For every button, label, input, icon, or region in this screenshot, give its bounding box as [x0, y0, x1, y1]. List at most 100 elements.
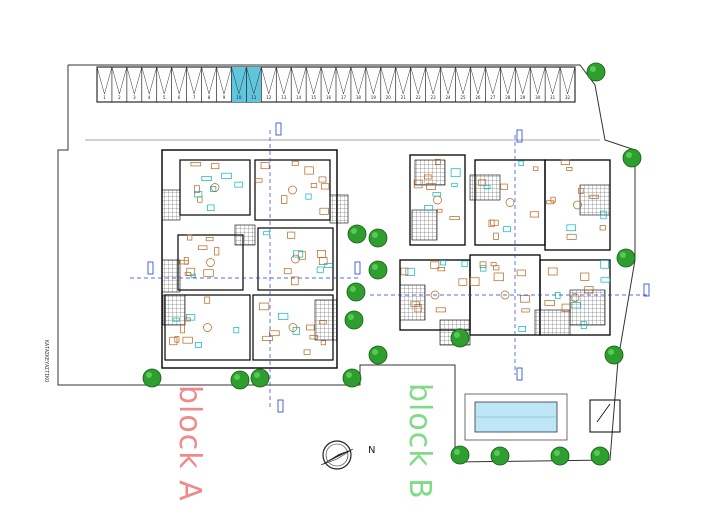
furniture-item	[207, 204, 215, 212]
furniture-item	[210, 186, 217, 192]
table-item	[288, 185, 297, 195]
furniture-item	[561, 303, 571, 312]
parking-space-number: 18	[356, 95, 362, 100]
furniture-item	[566, 167, 573, 171]
furniture-item	[469, 277, 480, 287]
tree-icon	[586, 62, 606, 82]
furniture-item	[317, 250, 326, 258]
parking-ramp-mark	[276, 66, 292, 95]
parking-space-highlight	[246, 67, 262, 102]
furniture-item	[424, 205, 433, 211]
parking-ramp-mark	[529, 66, 546, 95]
parking-space-number: 6	[178, 95, 181, 100]
parking-space-number: 7	[193, 95, 196, 100]
parking-space-number: 4	[148, 95, 151, 100]
furniture-item	[546, 200, 555, 205]
furniture-item	[318, 176, 327, 183]
furniture-item	[435, 307, 446, 313]
furniture-item	[555, 292, 561, 299]
parking-ramp-mark	[126, 66, 143, 95]
parking-ramp-mark	[186, 66, 202, 95]
furniture-item	[440, 260, 447, 266]
furniture-item	[320, 340, 326, 346]
parking-ramp-mark	[171, 66, 187, 95]
furniture-item	[293, 250, 304, 258]
axis-marker-icon	[147, 122, 650, 413]
site-boundary	[57, 64, 636, 463]
furniture-item	[578, 187, 584, 194]
parking-space-number: 14	[296, 95, 302, 100]
furniture-item	[518, 326, 526, 332]
furniture-item	[197, 196, 203, 203]
parking-space-number: 13	[281, 95, 287, 100]
furniture-item	[488, 219, 495, 228]
tree-highlight	[594, 450, 600, 456]
furniture-item	[533, 166, 539, 171]
furniture-item	[221, 172, 232, 179]
tree-highlight	[454, 332, 460, 338]
tree-icon	[142, 368, 162, 388]
tree-icon	[604, 345, 624, 365]
trees-layer	[142, 62, 642, 466]
parking-ramp-mark	[305, 66, 322, 95]
furniture-item	[306, 324, 315, 331]
furniture-item	[520, 295, 530, 303]
furniture-layer	[169, 158, 611, 355]
parking-space-number: 22	[416, 95, 422, 100]
furniture-item	[319, 320, 327, 325]
furniture-item	[580, 321, 587, 329]
tree-icon	[368, 260, 388, 280]
tree-icon	[346, 282, 366, 302]
furniture-item	[183, 257, 189, 265]
furniture-item	[410, 301, 421, 307]
furniture-item	[600, 210, 607, 220]
parking-space-number: 2	[118, 95, 121, 100]
furniture-item	[178, 259, 189, 265]
furniture-item	[584, 286, 594, 294]
furniture-item	[169, 336, 178, 346]
furniture-item	[413, 179, 423, 189]
parking-space-number: 5	[163, 95, 166, 100]
parking-ramp-mark	[544, 66, 561, 95]
parking-space-number: 27	[490, 95, 496, 100]
parking-ramp-mark	[290, 66, 307, 95]
furniture-item	[518, 160, 524, 167]
furniture-item	[281, 195, 288, 204]
tree-icon	[590, 446, 610, 466]
furniture-item	[190, 273, 196, 278]
parking-space-number: 30	[535, 95, 541, 100]
side-note: ΚΑΤΑΣΚΕΥΑΣΤΙΚΟ	[43, 340, 49, 383]
furniture-item	[291, 276, 299, 286]
tree-highlight	[234, 374, 240, 380]
furniture-item	[303, 349, 311, 355]
parking-space-number: 25	[460, 95, 466, 100]
tree-highlight	[454, 449, 460, 455]
furniture-item	[310, 183, 318, 188]
tree-icon	[368, 228, 388, 248]
grid-axes	[130, 130, 650, 410]
furniture-item	[319, 207, 329, 215]
tree-highlight	[348, 314, 354, 320]
tree-highlight	[372, 264, 378, 270]
furniture-item	[500, 183, 508, 190]
parking-space-number: 17	[341, 95, 347, 100]
parking-space-number: 8	[208, 95, 211, 100]
tree-icon	[622, 148, 642, 168]
furniture-item	[437, 208, 443, 213]
parking-space-number: 9	[223, 95, 226, 100]
tree-icon	[250, 368, 270, 388]
tree-icon	[550, 446, 570, 466]
furniture-item	[214, 247, 220, 256]
parking-ramp-mark	[395, 66, 411, 95]
parking-space-number: 19	[371, 95, 377, 100]
furniture-item	[194, 185, 200, 193]
furniture-item	[589, 194, 599, 199]
tree-highlight	[372, 232, 378, 238]
tree-icon	[230, 370, 250, 390]
compass-icon	[320, 440, 354, 470]
table-item	[430, 290, 440, 300]
tree-highlight	[346, 372, 352, 378]
furniture-item	[570, 302, 581, 309]
parking-space-number: 26	[475, 95, 481, 100]
